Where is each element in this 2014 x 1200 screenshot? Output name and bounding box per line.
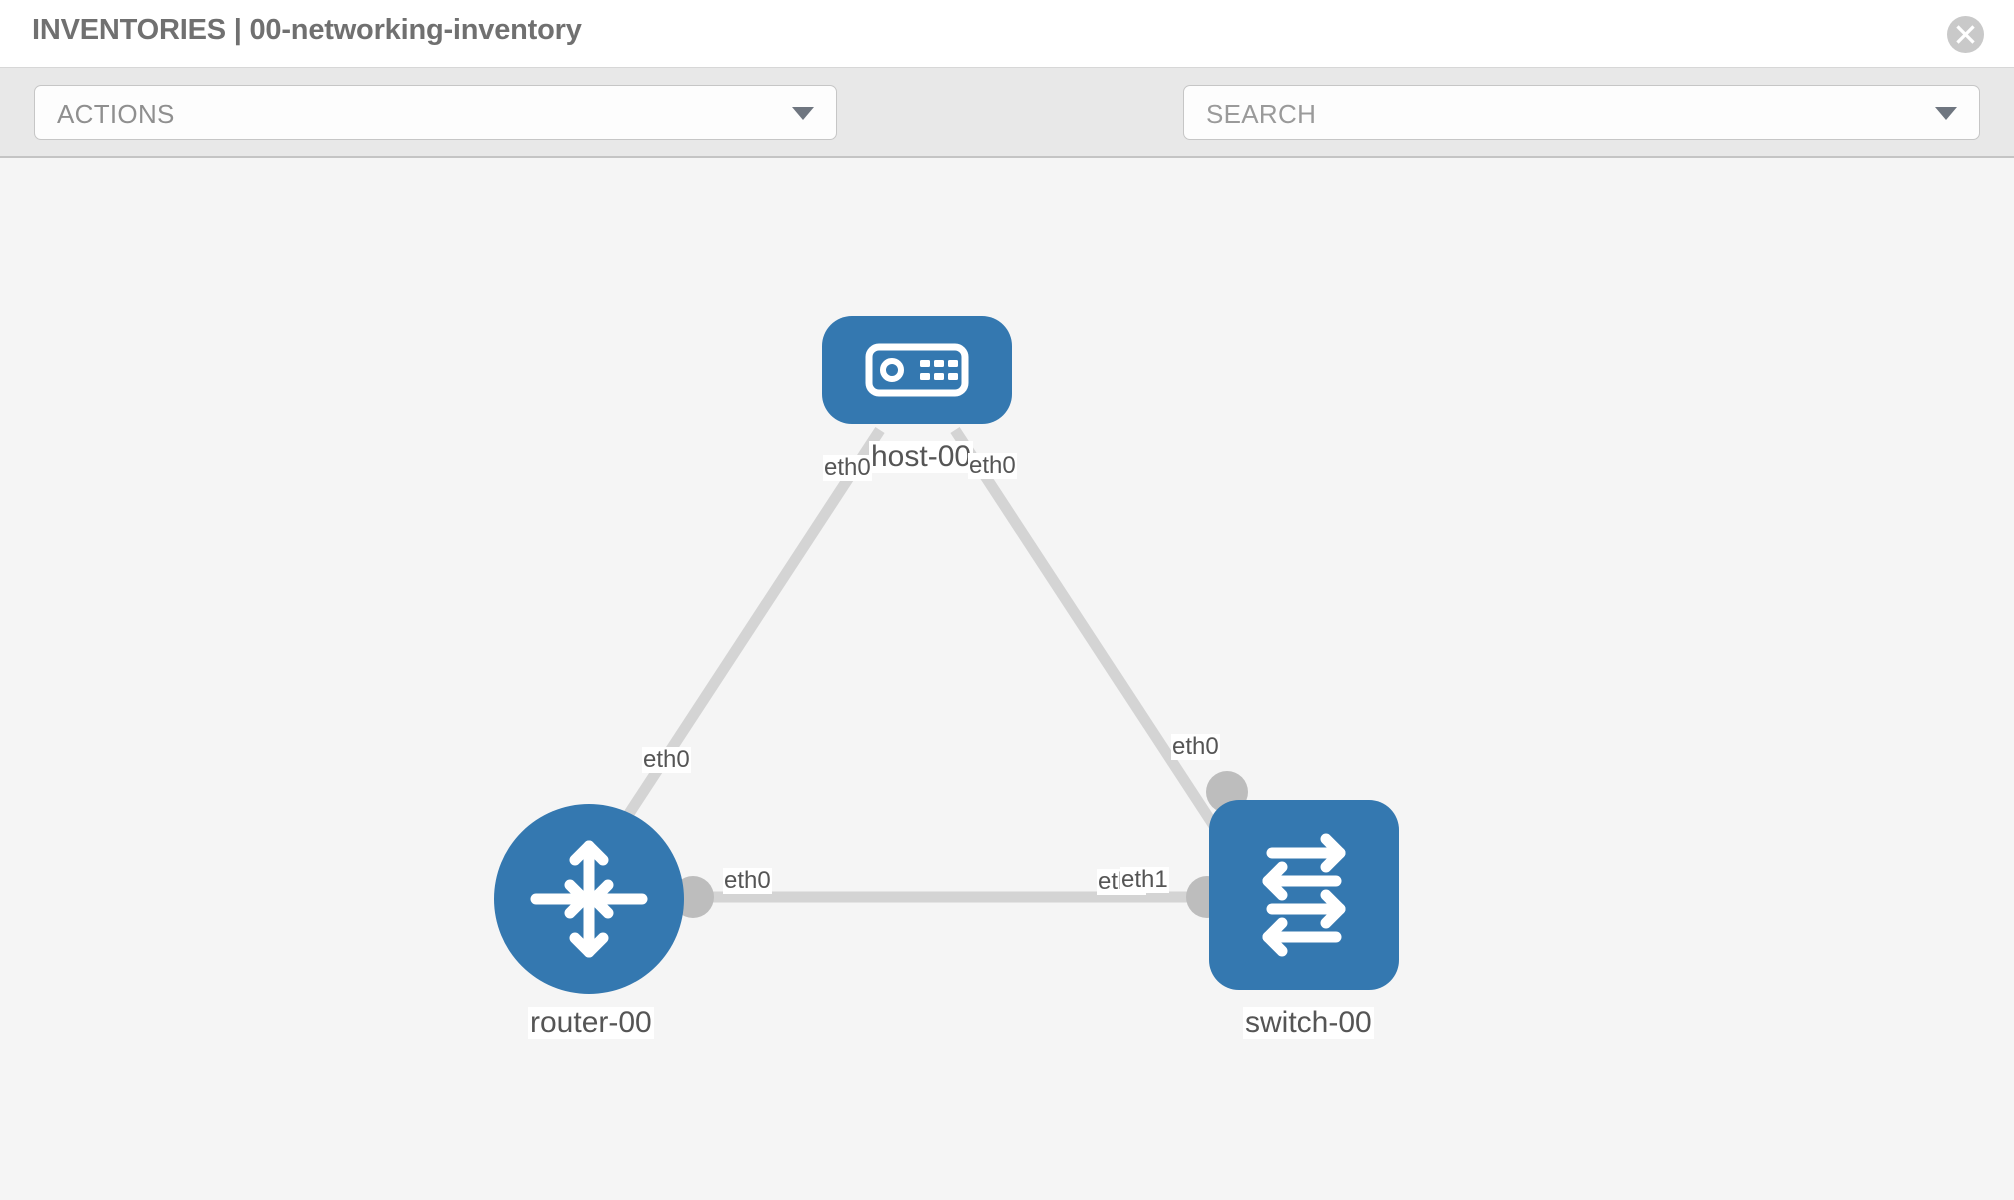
node-label-host-00: host-00 (869, 440, 974, 474)
interface-label-host-eth0-left: eth0 (823, 454, 872, 482)
toolbar: ACTIONS SEARCH (0, 68, 2014, 200)
interface-label-switch-eth0-uplink: eth0 (1171, 733, 1220, 761)
link-host-switch (950, 426, 1240, 862)
server-appliance-icon (865, 343, 969, 397)
topology-canvas[interactable]: host-00 router-00 switch-00 eth0 eth0 et… (0, 158, 2014, 1200)
search-placeholder: SEARCH (1206, 99, 1317, 129)
interface-label-router-eth0-right: eth0 (723, 867, 772, 895)
actions-dropdown[interactable]: ACTIONS (34, 85, 837, 140)
link-host-router (595, 426, 885, 862)
interface-label-host-eth0-right: eth0 (968, 452, 1017, 480)
router-arrows-icon (530, 840, 648, 958)
node-label-switch-00: switch-00 (1243, 1006, 1374, 1040)
switch-arrows-icon (1262, 833, 1346, 957)
actions-dropdown-label: ACTIONS (57, 99, 175, 129)
node-label-router-00: router-00 (528, 1006, 654, 1040)
header-bar: INVENTORIES | 00-networking-inventory (0, 0, 2014, 68)
chevron-down-icon (792, 107, 814, 120)
topology-links (595, 426, 1240, 903)
interface-label-router-eth0-uplink: eth0 (642, 746, 691, 774)
close-icon[interactable] (1947, 16, 1984, 53)
search-input[interactable]: SEARCH (1183, 85, 1980, 140)
node-switch-00[interactable] (1209, 800, 1399, 990)
interface-label-switch-eth1-left: eth1 (1120, 866, 1169, 894)
node-router-00[interactable] (494, 804, 684, 994)
node-host-00[interactable] (822, 316, 1012, 424)
page-title: INVENTORIES | 00-networking-inventory (32, 14, 582, 46)
chevron-down-icon[interactable] (1935, 107, 1957, 120)
